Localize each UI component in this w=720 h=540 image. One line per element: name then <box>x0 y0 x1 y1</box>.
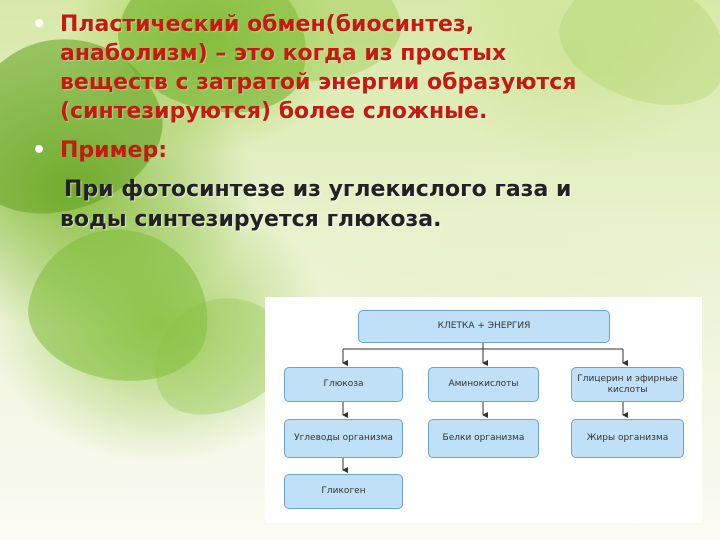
slide-text: • Пластический обмен(биосинтез, анаболиз… <box>30 10 670 235</box>
definition-line: анаболизм) – это когда из простых <box>60 41 507 66</box>
definition-line: (синтезируются) более сложные. <box>60 99 488 124</box>
carbohydrates-box: Углеводы организма <box>284 419 403 458</box>
example-heading: Пример: <box>60 138 168 163</box>
bullet-definition: • Пластический обмен(биосинтез, анаболиз… <box>30 10 670 126</box>
glycerol-box: Глицерин и эфирные кислоты <box>571 367 684 402</box>
bullet-marker: • <box>32 138 47 163</box>
glucose-box: Глюкоза <box>284 367 403 402</box>
example-line: воды синтезируется глюкоза. <box>60 207 442 232</box>
proteins-box: Белки организма <box>428 419 539 458</box>
fats-box: Жиры организма <box>571 419 684 458</box>
example-line: При фотосинтезе из углекислого газа и <box>64 177 572 202</box>
bullet-example-heading: • Пример: <box>30 136 670 165</box>
amino-acids-box: Аминокислоты <box>428 367 539 402</box>
cell-energy-box: КЛЕТКА + ЭНЕРГИЯ <box>358 310 610 343</box>
diagram-connectors <box>342 341 628 473</box>
example-text: При фотосинтезе из углекислого газа и во… <box>30 175 670 235</box>
definition-line: Пластический обмен(биосинтез, <box>60 12 475 37</box>
bullet-marker: • <box>32 12 47 37</box>
metabolism-diagram: КЛЕТКА + ЭНЕРГИЯ Глюкоза Аминокислоты Гл… <box>265 297 702 523</box>
glycogen-box: Гликоген <box>284 474 403 509</box>
definition-line: веществ с затратой энергии образуются <box>60 70 577 95</box>
